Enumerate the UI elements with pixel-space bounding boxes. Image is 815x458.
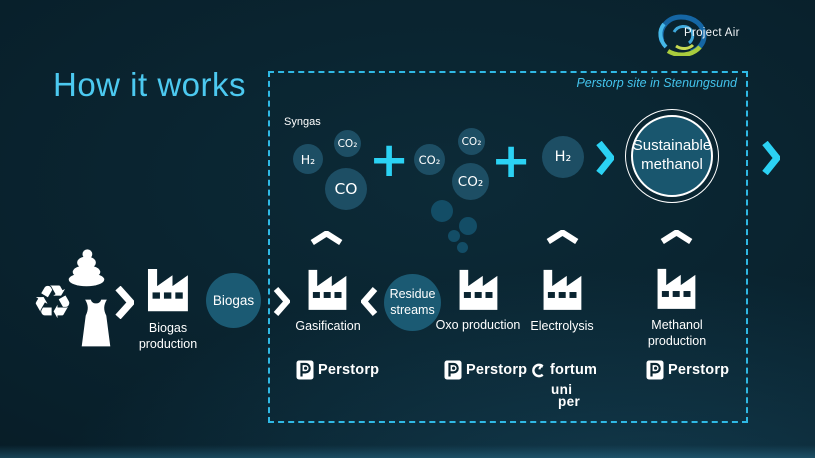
molecule-h2: H₂: [542, 136, 584, 178]
stage-label-gasification: Gasification: [295, 319, 361, 333]
uniper-logo: uni per: [551, 382, 581, 409]
plastic-bag-icon: [81, 299, 111, 347]
perstorp-wordmark: Perstorp: [668, 362, 730, 378]
stage-label-methanol-production: Methanol production: [647, 318, 707, 348]
brand-name: Project Air: [684, 27, 740, 39]
perstorp-wordmark: Perstorp: [466, 362, 528, 378]
site-label: Perstorp site in Stenungsund: [576, 76, 737, 90]
factory-icon: [459, 269, 498, 310]
syngas-label: Syngas: [284, 116, 321, 128]
co2-bubble: [431, 200, 453, 222]
project-air-swirl-icon: [658, 14, 707, 56]
co2-bubble: [459, 217, 477, 235]
molecule-co2: CO₂: [334, 130, 361, 157]
product-node: Sustainable methanol: [625, 109, 719, 203]
chevron-right-icon: [115, 286, 134, 319]
fortum-logo: fortum: [531, 362, 597, 378]
molecule-h2: H₂: [293, 144, 323, 174]
stage-label-electrolysis: Electrolysis: [530, 319, 594, 333]
biogas-node: Biogas: [206, 273, 261, 328]
perstorp-logo-icon: [444, 360, 462, 380]
product-label: Sustainable methanol: [631, 115, 713, 197]
uniper-wordmark-line1: uni: [551, 382, 573, 397]
factory-icon: [543, 269, 582, 310]
recycle-icon: ♻: [32, 275, 74, 329]
perstorp-logo: Perstorp: [296, 360, 379, 380]
chevron-up-icon: [310, 231, 343, 245]
residue-streams-node: Residue streams: [384, 274, 441, 331]
perstorp-logo-icon: [296, 360, 314, 380]
uniper-wordmark-line2: per: [558, 393, 581, 409]
perstorp-wordmark: Perstorp: [318, 362, 380, 378]
chevron-up-icon: [660, 230, 693, 244]
molecule-co2: CO₂: [414, 144, 445, 175]
molecule-co: CO: [325, 168, 367, 210]
co2-bubble: [457, 242, 468, 253]
factory-icon: [147, 269, 188, 312]
perstorp-logo-icon: [646, 360, 664, 380]
chevron-up-icon: [546, 230, 579, 244]
poop-icon: [68, 249, 105, 287]
molecule-co2: CO₂: [458, 128, 485, 155]
perstorp-logo: Perstorp: [646, 360, 729, 380]
bottom-glow: [0, 445, 815, 458]
arrow-right-icon: [596, 141, 614, 175]
perstorp-logo: Perstorp: [444, 360, 527, 380]
fortum-logo-icon: [532, 363, 544, 377]
stage-label-oxo-production: Oxo production: [435, 318, 521, 332]
chevron-right-icon: [273, 287, 290, 316]
fortum-wordmark: fortum: [550, 362, 598, 378]
chevron-left-icon: [361, 287, 378, 316]
co2-bubble: [448, 230, 460, 242]
molecule-co2: CO₂: [452, 163, 489, 200]
plus-icon: +: [369, 132, 410, 188]
arrow-right-icon: [762, 141, 780, 175]
stage-label-biogas-production: Biogas production: [138, 321, 198, 351]
factory-icon: [657, 268, 696, 309]
page-title: How it works: [53, 66, 247, 103]
plus-icon: +: [491, 133, 532, 189]
factory-icon: [308, 269, 347, 310]
perstorp-site-boundary: Perstorp site in Stenungsund: [268, 71, 748, 423]
